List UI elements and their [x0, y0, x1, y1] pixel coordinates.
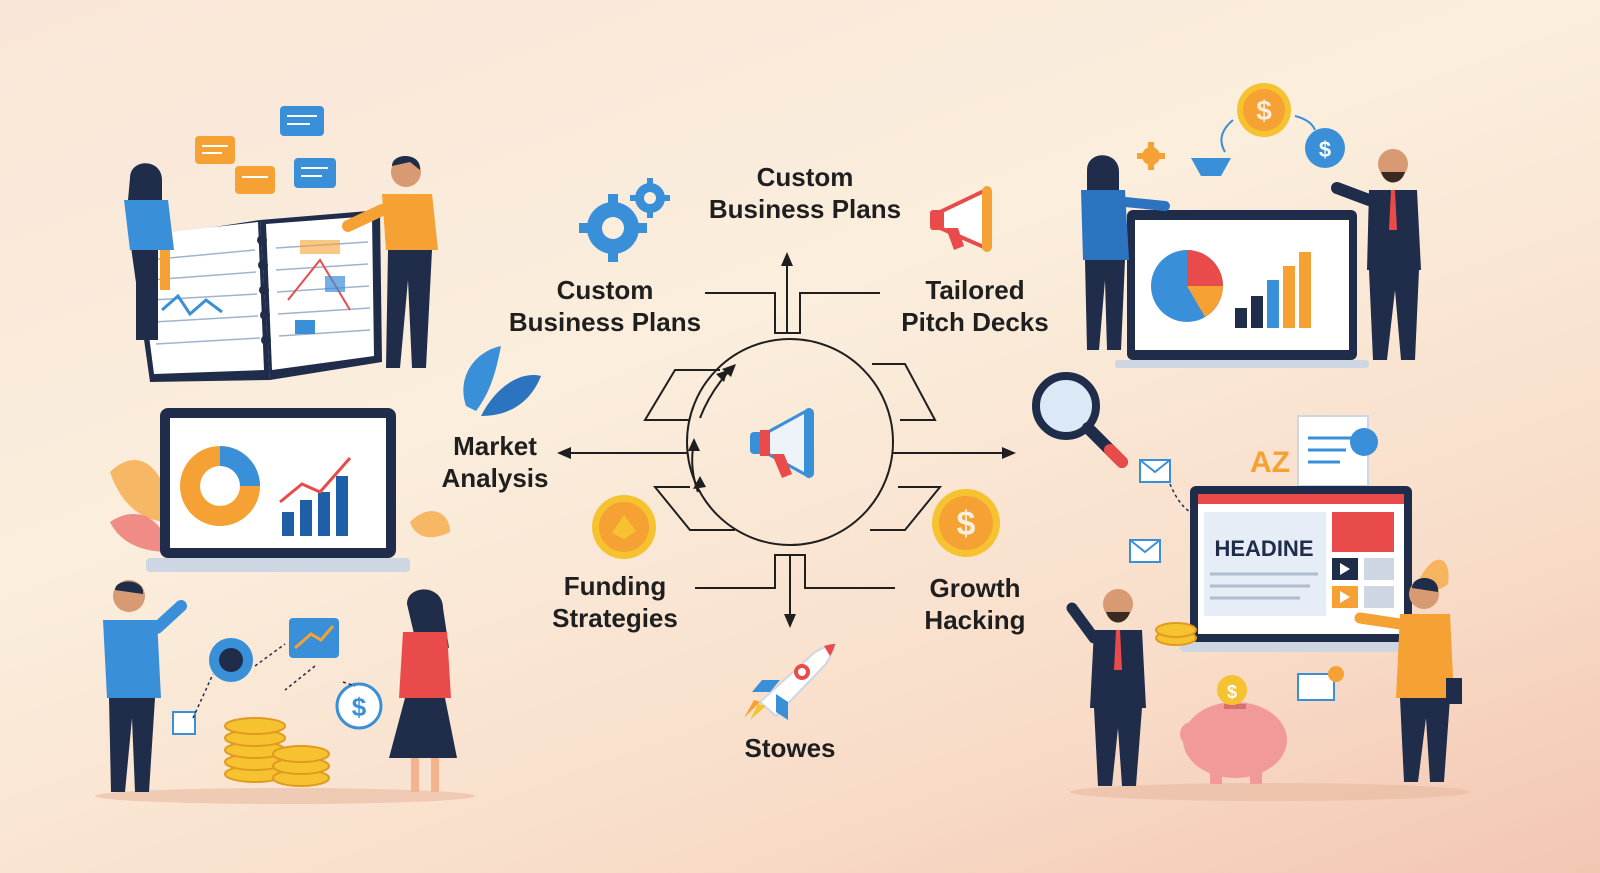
growth-scene: AZ HEADINE $: [1066, 415, 1470, 801]
svg-text:$: $: [957, 505, 976, 543]
arrowhead-down: [784, 614, 796, 628]
svg-text:$: $: [352, 692, 367, 722]
arrowhead-up: [781, 252, 793, 266]
hub-circle: [686, 338, 894, 546]
az-label: AZ: [1250, 446, 1290, 479]
cycle-head-2: [688, 438, 700, 451]
bottom-connector: [695, 554, 895, 589]
coin-icon: [592, 495, 656, 559]
svg-text:$: $: [1319, 137, 1331, 162]
gears-icon: [579, 178, 670, 262]
magnifier-icon: [1032, 372, 1128, 468]
cycle-head-1: [722, 364, 736, 377]
megaphone-icon: [750, 407, 814, 479]
bracket-ll: [652, 486, 735, 531]
laptop-analytics-scene: [110, 408, 450, 572]
svg-text:$: $: [1227, 682, 1237, 702]
label-bottom: Stowes: [744, 733, 836, 763]
funding-people-scene: $: [95, 580, 475, 804]
svg-text:$: $: [1256, 95, 1272, 126]
bracket-lr: [870, 486, 943, 531]
pitch-megaphone-icon: [930, 186, 992, 252]
bracket-ul: [643, 369, 720, 421]
headline-text: HEADINE: [1214, 536, 1313, 561]
arrowhead-left: [557, 447, 571, 459]
arrowhead-right: [1002, 447, 1016, 459]
bracket-ur: [872, 363, 937, 421]
chat-bubble-icon: [195, 106, 336, 194]
leaf-icon: [463, 346, 541, 416]
dollar-coin-icon: $: [932, 489, 1000, 557]
pitch-screen-scene: $ $: [1081, 83, 1421, 368]
piggy-bank-icon: $: [1180, 675, 1287, 784]
top-connector: [705, 292, 880, 334]
cycle-head-3: [693, 476, 706, 489]
rocket-icon: [744, 642, 837, 720]
notebook-scene: [124, 106, 438, 382]
